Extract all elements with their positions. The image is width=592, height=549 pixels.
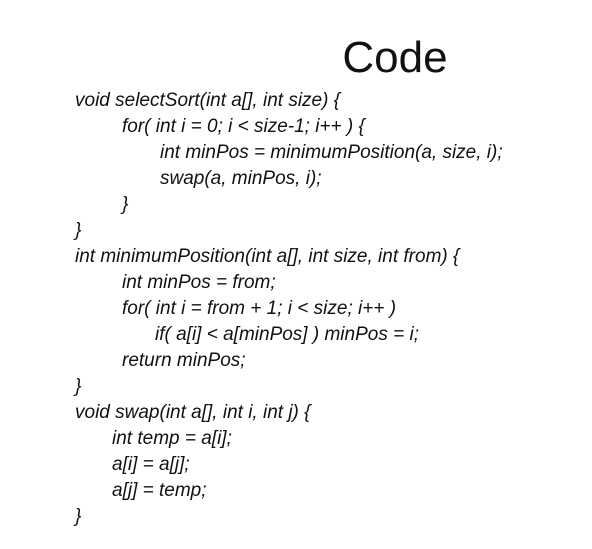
code-line: swap(a, minPos, i); <box>160 168 322 189</box>
code-line: for( int i = from + 1; i < size; i++ ) <box>122 298 397 319</box>
code-line: } <box>75 506 82 527</box>
code-line: int minPos = minimumPosition(a, size, i)… <box>160 142 503 163</box>
code-line: int minPos = from; <box>122 272 276 293</box>
code-line: } <box>75 376 82 397</box>
code-line: a[j] = temp; <box>112 480 207 501</box>
code-line: } <box>75 220 82 241</box>
code-line: for( int i = 0; i < size-1; i++ ) { <box>122 116 365 137</box>
code-line: void swap(int a[], int i, int j) { <box>75 402 311 423</box>
code-line: void selectSort(int a[], int size) { <box>75 90 341 111</box>
code-line: return minPos; <box>122 350 246 371</box>
slide-title: Code <box>342 33 448 82</box>
code-line: if( a[i] < a[minPos] ) minPos = i; <box>155 324 419 345</box>
code-line: int temp = a[i]; <box>112 428 232 449</box>
code-line: int minimumPosition(int a[], int size, i… <box>75 246 460 267</box>
code-line: } <box>122 194 129 215</box>
code-line: a[i] = a[j]; <box>112 454 190 475</box>
